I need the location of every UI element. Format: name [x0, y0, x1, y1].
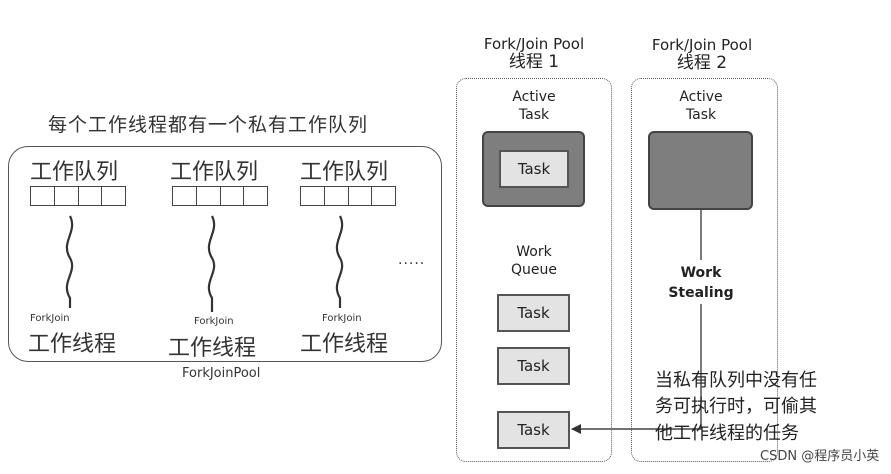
pool-title-2: Fork/Join Pool [651, 36, 753, 54]
more-dots: ..... [398, 252, 426, 268]
queue-task-2: Task [497, 347, 570, 385]
note-line-1: 当私有队列中没有任 [655, 370, 817, 391]
work-stealing-label: Work Stealing [651, 263, 751, 303]
forkjoinpool-label: ForkJoinPool [182, 366, 261, 381]
thread-1-frame [456, 78, 612, 462]
pool-title-1: Fork/Join Pool [483, 35, 585, 53]
active-task-label-2: Active Task [679, 89, 723, 123]
note-line-3: 他工作线程的任务 [655, 423, 799, 444]
work-queue-1 [30, 186, 126, 206]
work-queue-label-1: 工作队列 [30, 160, 119, 185]
thread-wave-icon-2 [207, 215, 216, 312]
note-line-2: 务可执行时，可偷其 [655, 396, 817, 417]
work-queue-label-3: 工作队列 [300, 160, 389, 185]
forkjoinpool-frame [8, 146, 442, 362]
left-heading: 每个工作线程都有一个私有工作队列 [48, 114, 369, 136]
watermark: CSDN @程序员小英 [760, 449, 880, 464]
work-queue-label-2: 工作队列 [170, 160, 259, 185]
queue-task-1: Task [497, 294, 570, 332]
thread-2-frame [631, 78, 778, 462]
active-task-label-1: Active Task [512, 89, 556, 123]
thread-wave-icon-1 [65, 215, 74, 308]
queue-task-3: Task [497, 411, 570, 449]
forkjoin-label-1: ForkJoin [30, 313, 70, 324]
steal-arrow-icon [571, 210, 702, 434]
work-queue-title-1: Work Queue [511, 244, 557, 278]
worker-thread-label-3: 工作线程 [300, 332, 389, 357]
work-queue-2 [172, 186, 268, 206]
work-queue-3 [300, 186, 396, 206]
active-task-frame-2 [648, 131, 753, 210]
worker-thread-label-1: 工作线程 [28, 332, 117, 357]
forkjoin-label-2: ForkJoin [194, 316, 234, 327]
thread-title-1: 线程 1 [508, 52, 560, 72]
thread-title-2: 线程 2 [676, 53, 728, 73]
worker-thread-label-2: 工作线程 [168, 336, 257, 361]
forkjoin-label-3: ForkJoin [322, 313, 362, 324]
thread-wave-icon-3 [335, 215, 344, 308]
active-task-1: Task [499, 150, 569, 188]
